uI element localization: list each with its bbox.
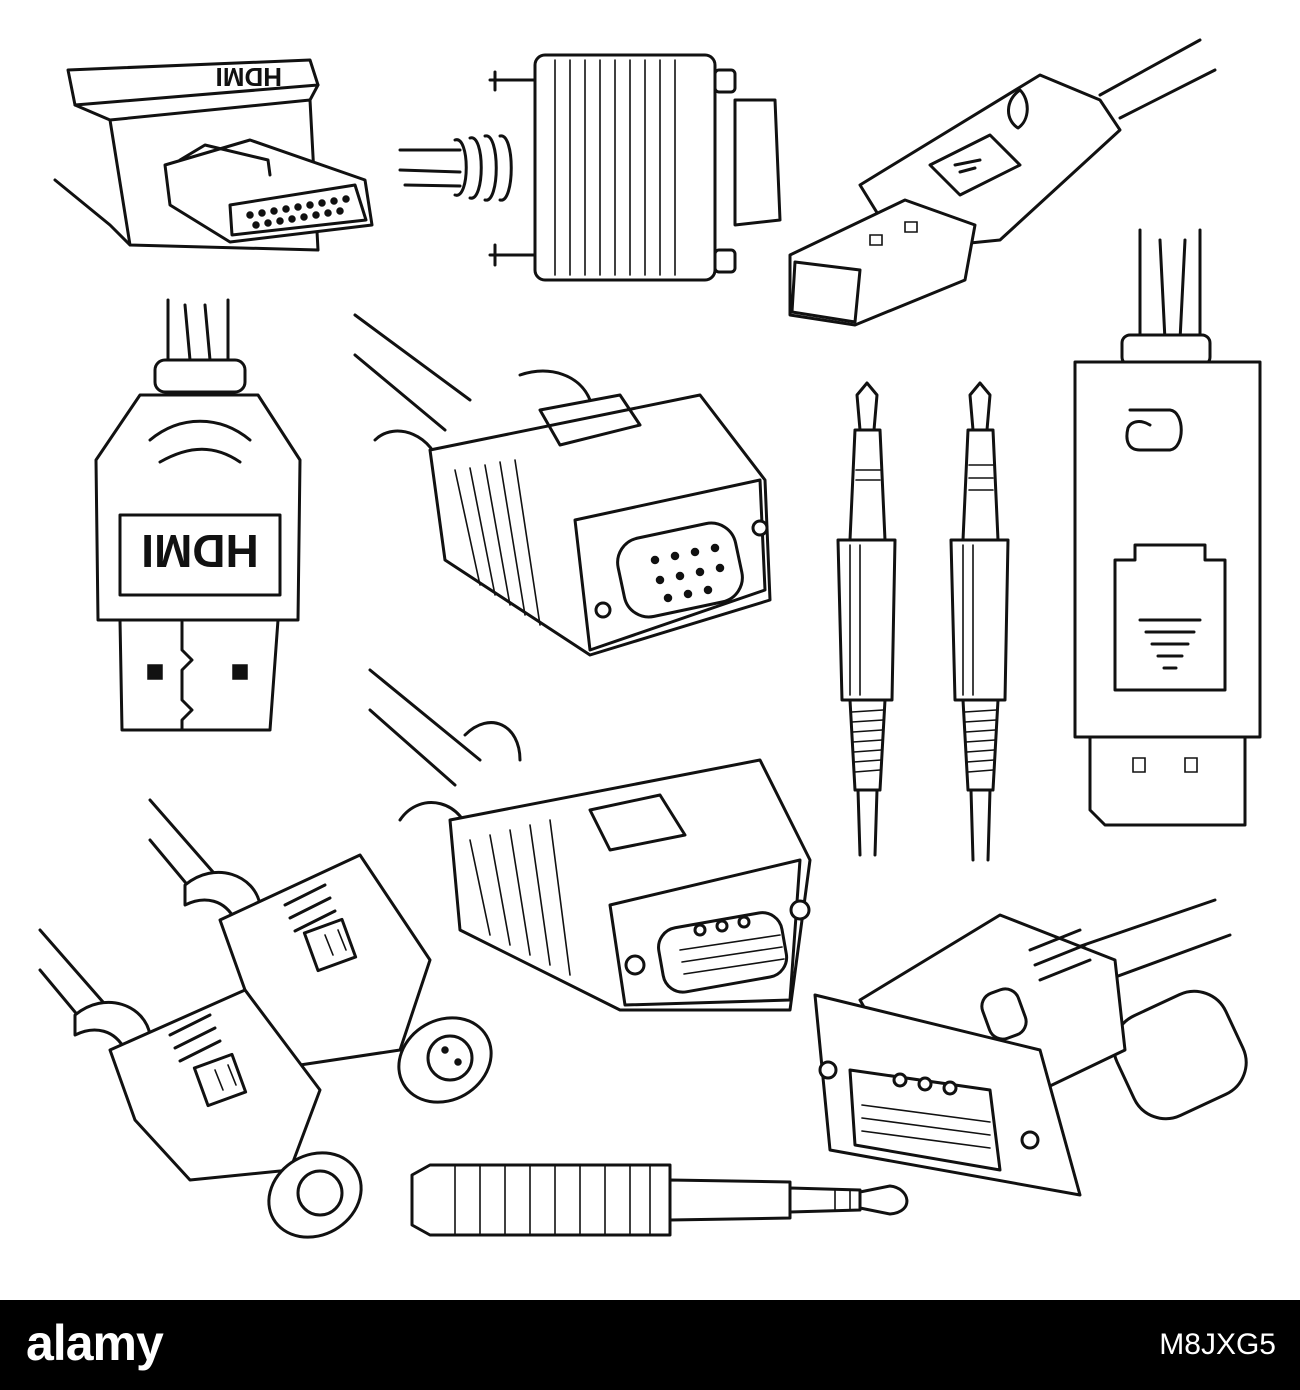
audio-jack-icon bbox=[838, 383, 1008, 860]
connectors-illustration: HDMI bbox=[0, 0, 1300, 1300]
displayport-plug-icon bbox=[790, 40, 1215, 325]
ps2-plug-icon bbox=[40, 800, 507, 1254]
hdmi-top-label: HDMI bbox=[216, 62, 282, 92]
brand-logo: alamy bbox=[26, 1315, 164, 1371]
footer-bar: alamy M8JXG5 bbox=[0, 1300, 1300, 1390]
hdmi-plug-icon: HDMI bbox=[55, 60, 372, 250]
vga-female-icon bbox=[355, 315, 770, 655]
displayport-vertical-icon bbox=[1075, 230, 1260, 825]
dvi-plug-icon bbox=[815, 900, 1258, 1195]
hdmi-front-label: HDMI bbox=[141, 525, 259, 577]
audio-jack-horizontal-icon bbox=[412, 1165, 907, 1235]
vga-side-icon bbox=[400, 55, 780, 280]
vga-male-icon bbox=[370, 670, 810, 1010]
hdmi-plug-front-icon: HDMI bbox=[96, 300, 300, 730]
image-id-label: M8JXG5 bbox=[1159, 1328, 1276, 1361]
